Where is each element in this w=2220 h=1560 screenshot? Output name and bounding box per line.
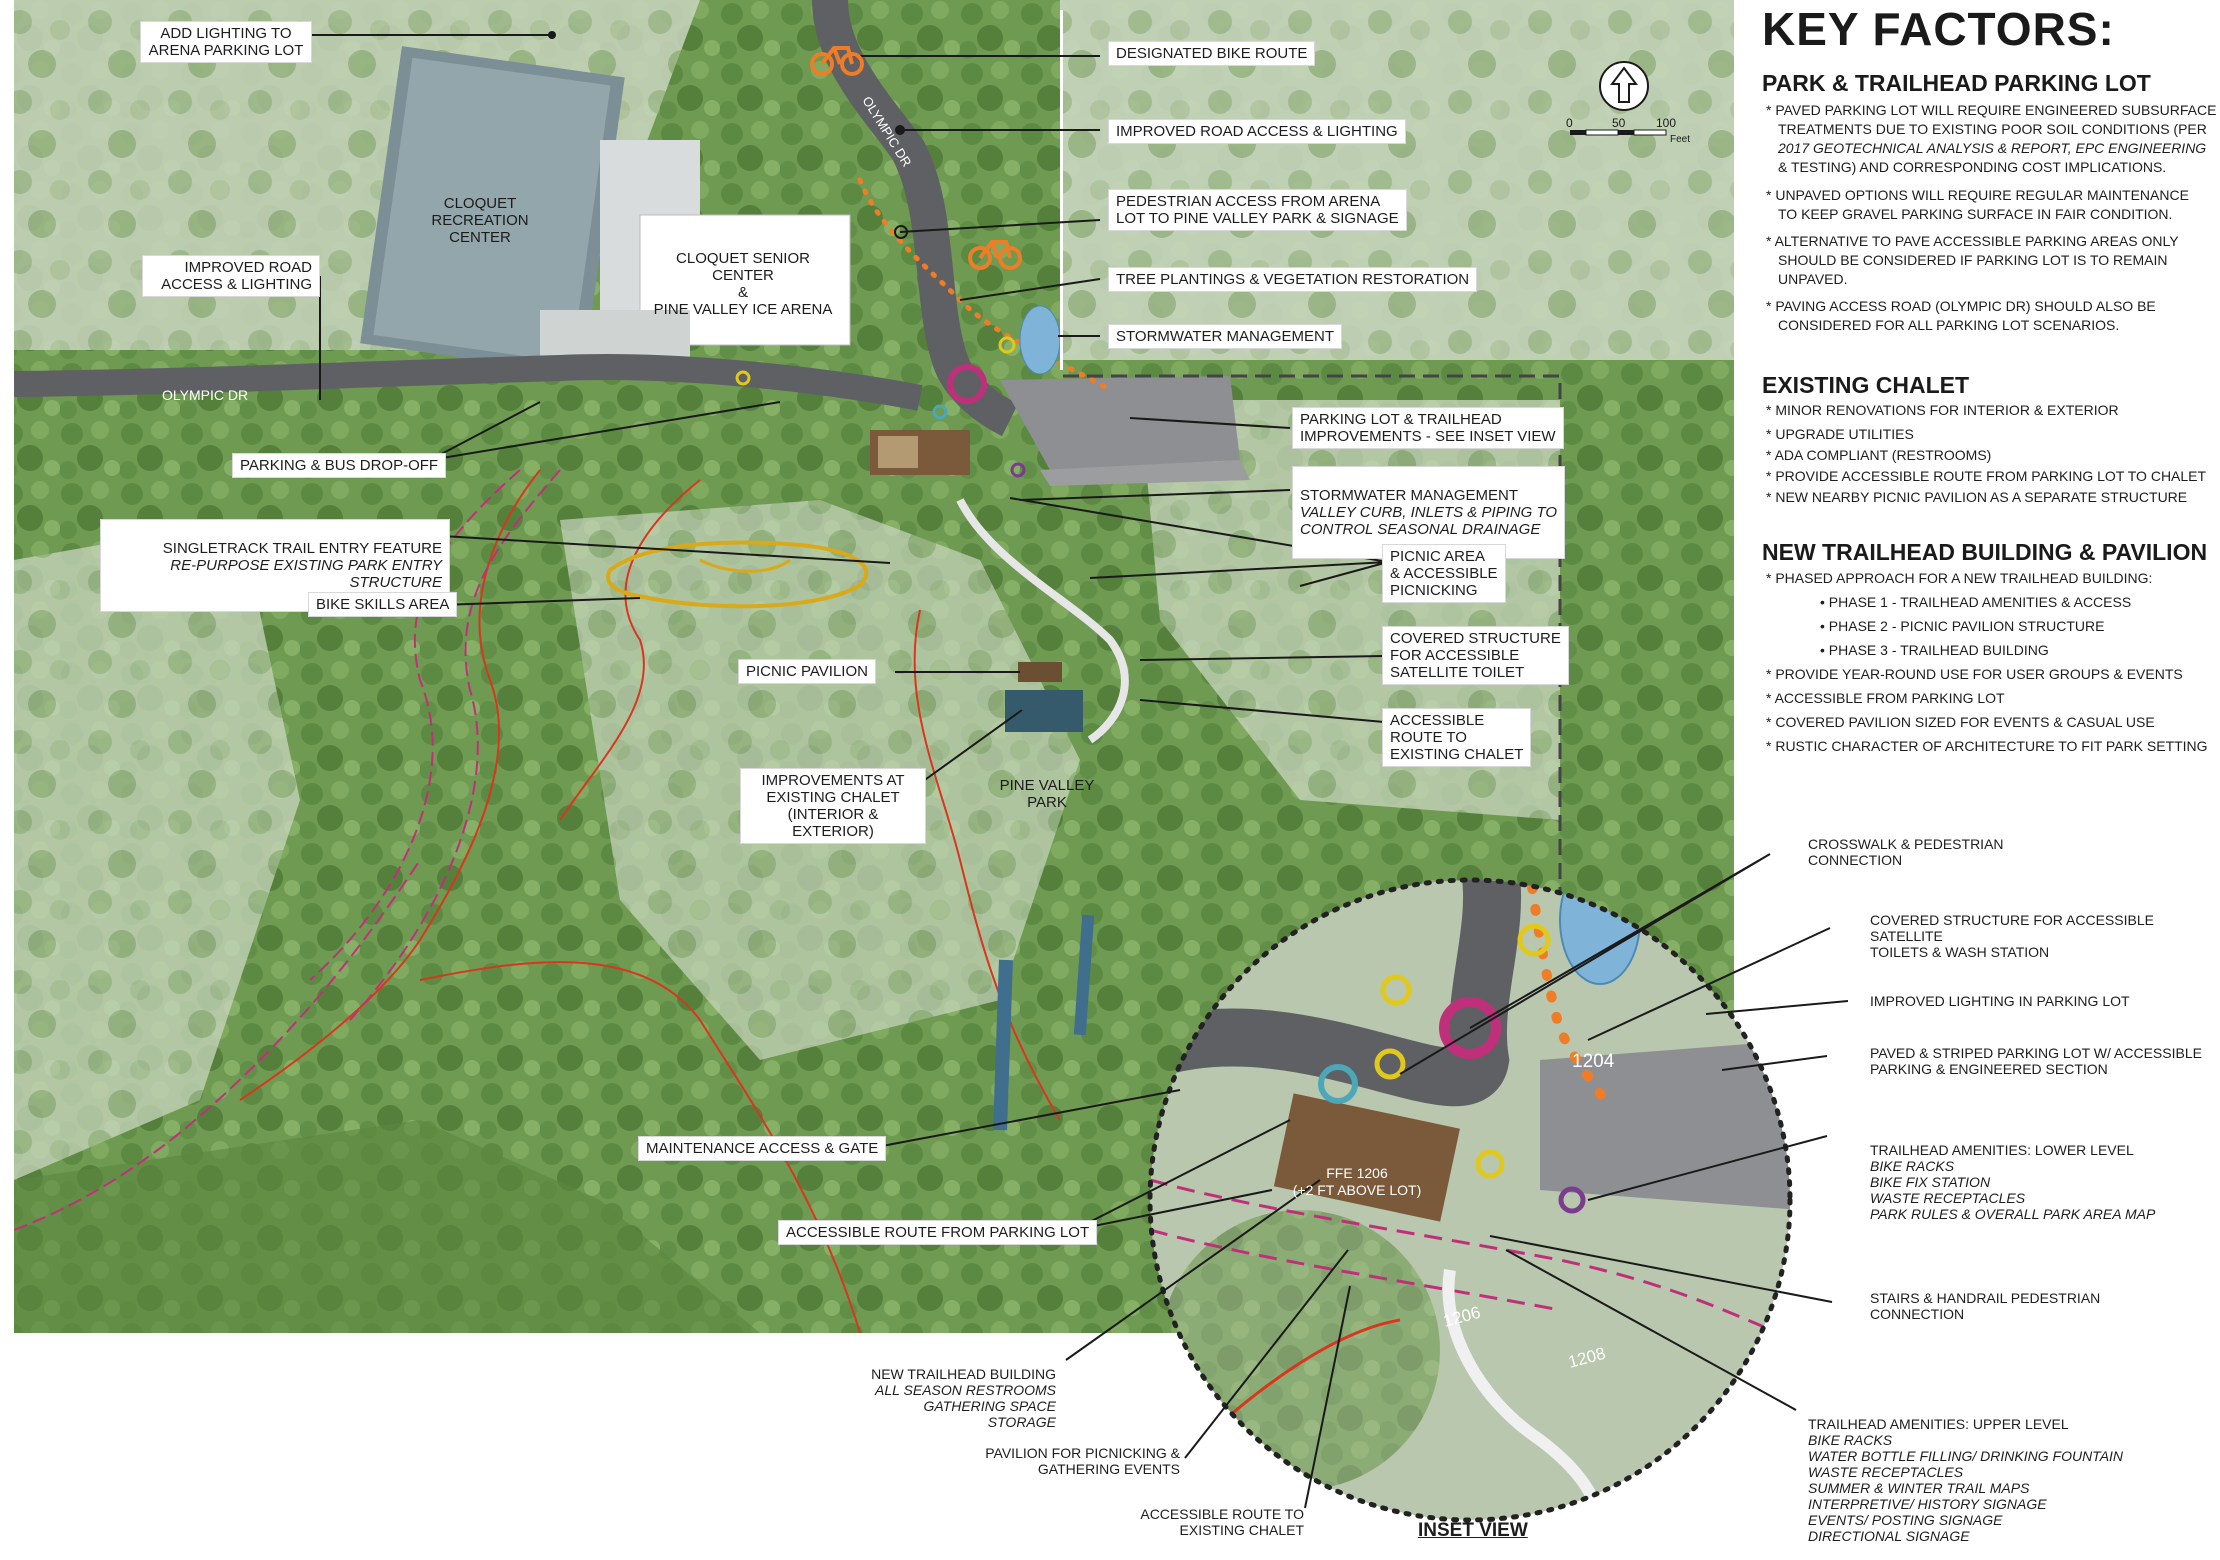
kf-item: * COVERED PAVILION SIZED FOR EVENTS & CA… (1766, 714, 2155, 730)
kf-item: • PHASE 2 - PICNIC PAVILION STRUCTURE (1820, 618, 2105, 634)
callout-pedestrian-access: PEDESTRIAN ACCESS FROM ARENA LOT TO PINE… (1108, 189, 1407, 231)
inset-note-lower-level-title: TRAILHEAD AMENITIES: LOWER LEVEL (1870, 1142, 2134, 1158)
inset-note-accessible-route: ACCESSIBLE ROUTE TO EXISTING CHALET (1140, 1506, 1304, 1538)
callout-singletrack-sub: RE-PURPOSE EXISTING PARK ENTRY STRUCTURE (170, 557, 442, 591)
kf-item: * UNPAVED OPTIONS WILL REQUIRE REGULAR M… (1766, 187, 2189, 203)
callout-singletrack: SINGLETRACK TRAIL ENTRY FEATURE RE-PURPO… (100, 519, 450, 612)
kf-heading-parking: PARK & TRAILHEAD PARKING LOT (1762, 70, 2151, 96)
kf-item: * ADA COMPLIANT (RESTROOMS) (1766, 447, 1992, 463)
kf-item: * UPGRADE UTILITIES (1766, 426, 1914, 442)
inset-note-covered-satellite: COVERED STRUCTURE FOR ACCESSIBLE SATELLI… (1870, 912, 2154, 960)
kf-item: * PROVIDE ACCESSIBLE ROUTE FROM PARKING … (1766, 468, 2207, 484)
kf-item: * RUSTIC CHARACTER OF ARCHITECTURE TO FI… (1766, 738, 2208, 754)
leader-lines (310, 34, 1849, 1509)
map-markers (548, 31, 1026, 478)
inset-note-upper-level-title: TRAILHEAD AMENITIES: UPPER LEVEL (1808, 1416, 2069, 1432)
kf-item: * PAVED PARKING LOT WILL REQUIRE ENGINEE… (1766, 102, 2217, 118)
scale-tick-0: 0 (1566, 116, 1573, 130)
park-label: PINE VALLEY PARK (999, 777, 1095, 811)
inset-note-upper-level-sub: BIKE RACKS WATER BOTTLE FILLING/ DRINKIN… (1808, 1432, 2124, 1544)
kf-item: * MINOR RENOVATIONS FOR INTERIOR & EXTER… (1766, 402, 2119, 418)
scale-bar: 0 50 100 Feet (1566, 116, 1690, 145)
kf-item: & TESTING) AND CORRESPONDING COST IMPLIC… (1778, 159, 2167, 175)
inset-building-label: FFE 1206 (+2 FT ABOVE LOT) (1292, 1165, 1422, 1198)
callout-parking-bus: PARKING & BUS DROP-OFF (232, 453, 447, 478)
kf-item: TREATMENTS DUE TO EXISTING POOR SOIL CON… (1778, 121, 2207, 137)
kf-item: * PHASED APPROACH FOR A NEW TRAILHEAD BU… (1766, 570, 2153, 586)
inset-note-lighting: IMPROVED LIGHTING IN PARKING LOT (1870, 993, 2130, 1009)
kf-item: CONSIDERED FOR ALL PARKING LOT SCENARIOS… (1778, 317, 2120, 333)
kf-item: * ALTERNATIVE TO PAVE ACCESSIBLE PARKING… (1766, 233, 2179, 249)
inset-circle (1150, 880, 1790, 1520)
inset-note-new-trailhead: NEW TRAILHEAD BUILDING ALL SEASON RESTRO… (800, 1350, 1056, 1446)
scale-tick-100: 100 (1656, 116, 1676, 130)
north-arrow-icon (1599, 61, 1649, 111)
scale-tick-50: 50 (1612, 116, 1626, 130)
kf-item: * ACCESSIBLE FROM PARKING LOT (1766, 690, 2005, 706)
road-label-olympic: OLYMPIC DR (162, 387, 248, 403)
kf-item: • PHASE 3 - TRAILHEAD BUILDING (1820, 642, 2049, 658)
kf-item: * NEW NEARBY PICNIC PAVILION AS A SEPARA… (1766, 489, 2188, 505)
kf-item: TO KEEP GRAVEL PARKING SURFACE IN FAIR C… (1778, 206, 2173, 222)
inset-note-new-trailhead-title: NEW TRAILHEAD BUILDING (871, 1366, 1056, 1382)
callout-singletrack-title: SINGLETRACK TRAIL ENTRY FEATURE (162, 540, 442, 557)
kf-heading-trailhead: NEW TRAILHEAD BUILDING & PAVILION (1762, 539, 2208, 565)
kf-item: SHOULD BE CONSIDERED IF PARKING LOT IS T… (1778, 252, 2168, 268)
building-label-recreation: CLOQUET RECREATION CENTER (431, 195, 529, 246)
callout-road-access-left: IMPROVED ROAD ACCESS & LIGHTING (142, 255, 320, 297)
kf-item: * PAVING ACCESS ROAD (OLYMPIC DR) SHOULD… (1766, 298, 2156, 314)
callout-covered-structure: COVERED STRUCTURE FOR ACCESSIBLE SATELLI… (1382, 626, 1569, 685)
callout-stormwater: STORMWATER MANAGEMENT (1108, 324, 1343, 349)
callout-stormwater-valley: STORMWATER MANAGEMENT VALLEY CURB, INLET… (1292, 466, 1566, 559)
kf-item: 2017 GEOTECHNICAL ANALYSIS & REPORT, EPC… (1778, 140, 2207, 156)
callout-road-access-top: IMPROVED ROAD ACCESS & LIGHTING (1108, 119, 1406, 144)
inset-note-crosswalk: CROSSWALK & PEDESTRIAN CONNECTION (1808, 836, 2004, 868)
inset-note-lower-level: TRAILHEAD AMENITIES: LOWER LEVEL BIKE RA… (1870, 1126, 2155, 1238)
callout-picnic-pavilion: PICNIC PAVILION (738, 659, 876, 684)
bike-icon (810, 46, 864, 76)
callout-maintenance: MAINTENANCE ACCESS & GATE (638, 1136, 887, 1161)
callout-stormwater-valley-title: STORMWATER MANAGEMENT (1300, 487, 1519, 504)
kf-item: UNPAVED. (1778, 271, 1848, 287)
building-label-senior: CLOQUET SENIOR CENTER & PINE VALLEY ICE … (653, 250, 833, 318)
callout-parking-improvements: PARKING LOT & TRAILHEAD IMPROVEMENTS - S… (1292, 407, 1564, 449)
callout-add-lighting: ADD LIGHTING TO ARENA PARKING LOT (140, 21, 312, 63)
callout-bike-skills: BIKE SKILLS AREA (308, 592, 458, 617)
contour-label-1204: 1204 (1572, 1051, 1615, 1072)
callout-tree-plantings: TREE PLANTINGS & VEGETATION RESTORATION (1108, 267, 1478, 292)
callout-accessible-route-lot: ACCESSIBLE ROUTE FROM PARKING LOT (778, 1220, 1098, 1245)
inset-note-upper-level: TRAILHEAD AMENITIES: UPPER LEVEL BIKE RA… (1808, 1400, 2123, 1560)
inset-view-title: INSET VIEW (1418, 1520, 1528, 1541)
kf-item: * PROVIDE YEAR-ROUND USE FOR USER GROUPS… (1766, 666, 2183, 682)
inset-note-stairs: STAIRS & HANDRAIL PEDESTRIAN CONNECTION (1870, 1290, 2101, 1322)
bike-icon (968, 240, 1022, 270)
callout-accessible-route-chalet: ACCESSIBLE ROUTE TO EXISTING CHALET (1382, 708, 1532, 767)
inset-note-new-trailhead-sub: ALL SEASON RESTROOMS GATHERING SPACE STO… (874, 1382, 1056, 1430)
callout-chalet-improvements: IMPROVEMENTS AT EXISTING CHALET (INTERIO… (740, 768, 926, 844)
inset-note-pavilion: PAVILION FOR PICNICKING & GATHERING EVEN… (985, 1445, 1180, 1477)
callout-picnic-area: PICNIC AREA & ACCESSIBLE PICNICKING (1382, 544, 1506, 603)
callout-stormwater-valley-sub: VALLEY CURB, INLETS & PIPING TO CONTROL … (1300, 504, 1558, 538)
inset-border (1147, 877, 1793, 1523)
kf-item: • PHASE 1 - TRAILHEAD AMENITIES & ACCESS (1820, 594, 2132, 610)
key-factors-title: KEY FACTORS: (1762, 3, 2115, 55)
kf-heading-chalet: EXISTING CHALET (1762, 372, 1970, 398)
callout-bike-route: DESIGNATED BIKE ROUTE (1108, 41, 1316, 66)
inset-note-lower-level-sub: BIKE RACKS BIKE FIX STATION WASTE RECEPT… (1870, 1158, 2156, 1222)
inset-note-paved-lot: PAVED & STRIPED PARKING LOT W/ ACCESSIBL… (1870, 1045, 2202, 1077)
scale-unit: Feet (1670, 134, 1690, 145)
